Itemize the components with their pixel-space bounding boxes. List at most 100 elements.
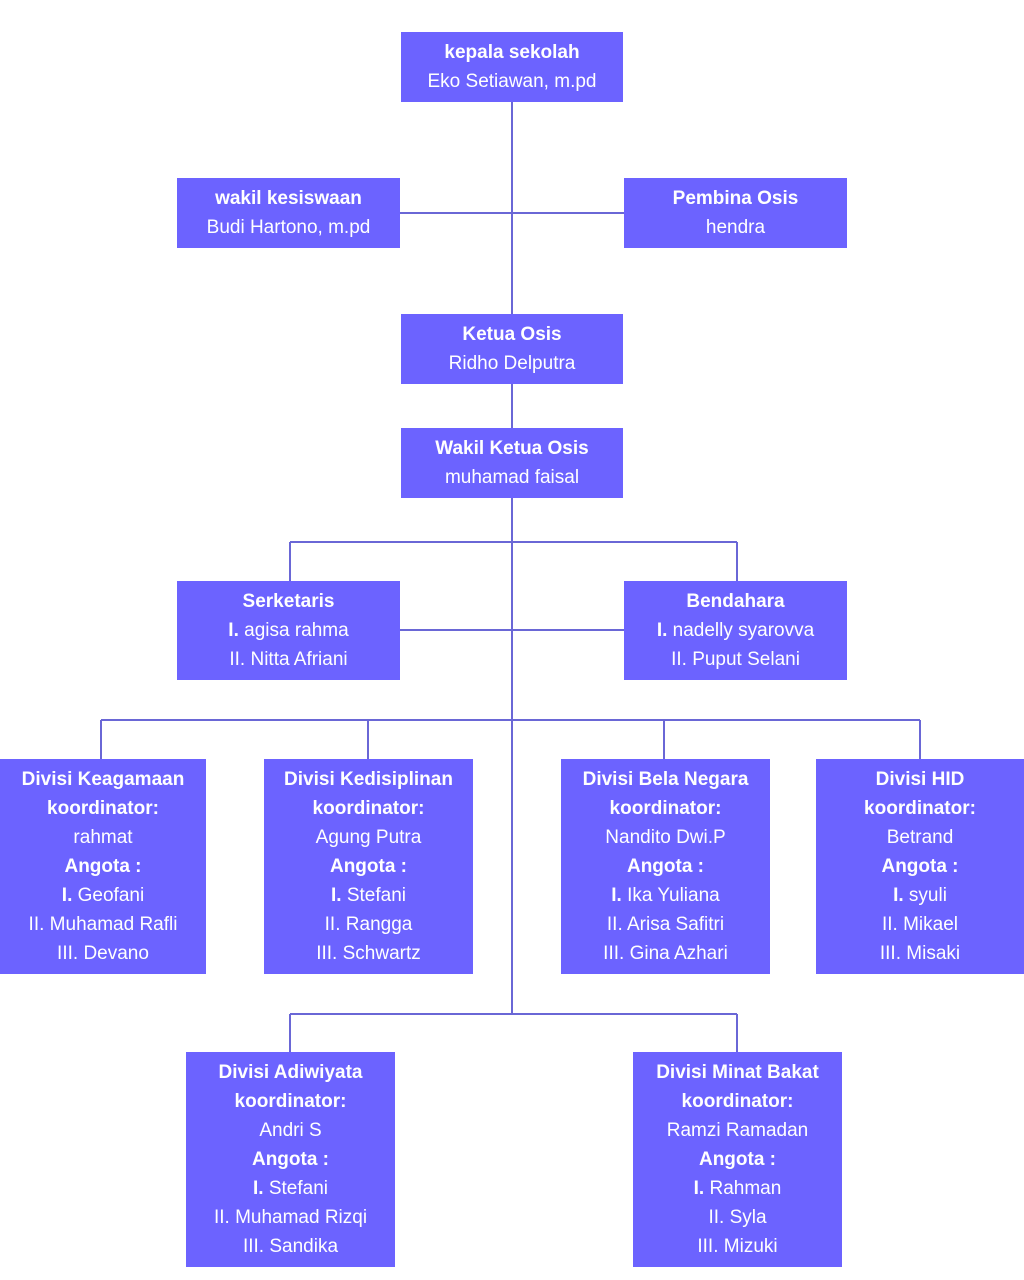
member-name: Sandika: [269, 1236, 339, 1257]
coordinator-label: koordinator:: [609, 798, 722, 819]
member-line: I. Stefani: [253, 1174, 328, 1203]
member-number: I.: [228, 620, 239, 641]
angota-label: Angota :: [329, 856, 408, 877]
node-title: wakil kesiswaan: [215, 188, 362, 209]
member-line: II. Syla: [708, 1203, 766, 1232]
member-number: I.: [611, 885, 622, 906]
angota-label: Angota :: [626, 856, 705, 877]
member-name: Rahman: [709, 1178, 782, 1199]
member-name: Geofani: [77, 885, 145, 906]
member-line: II. Muhamad Rizqi: [214, 1203, 367, 1232]
member-line: III. Mizuki: [697, 1232, 777, 1261]
node-person: Budi Hartono, m.pd: [206, 217, 371, 238]
member-name: agisa rahma: [244, 620, 349, 641]
member-number: II.: [324, 914, 341, 935]
node-title: Pembina Osis: [672, 188, 799, 209]
member-name: Stefani: [346, 885, 406, 906]
member-line: II. Mikael: [882, 910, 958, 939]
coordinator-label: koordinator:: [47, 798, 159, 819]
member-number: II.: [213, 1207, 230, 1228]
node-title: kepala sekolah: [444, 42, 580, 63]
member-number: III.: [242, 1236, 265, 1257]
node-wakil-ketua-osis: Wakil Ketua Osis muhamad faisal: [401, 428, 623, 498]
member-line: III. Schwartz: [316, 939, 421, 968]
node-wakil-kesiswaan: wakil kesiswaan Budi Hartono, m.pd: [177, 178, 400, 248]
member-number: I.: [893, 885, 904, 906]
member-name: Schwartz: [342, 943, 421, 964]
member-line: II. Puput Selani: [671, 645, 800, 674]
coordinator-label: koordinator:: [681, 1091, 794, 1112]
member-line: III. Misaki: [880, 939, 960, 968]
coordinator-name: Nandito Dwi.P: [605, 827, 726, 848]
member-line: III. Gina Azhari: [603, 939, 728, 968]
member-name: Mizuki: [723, 1236, 778, 1257]
member-line: III. Sandika: [243, 1232, 338, 1261]
node-bendahara: Bendahara I. nadelly syarovva II. Puput …: [624, 581, 847, 680]
node-serketaris: Serketaris I. agisa rahma II. Nitta Afri…: [177, 581, 400, 680]
division-bela-negara: Divisi Bela Negara koordinator: Nandito …: [561, 759, 770, 974]
node-person: Ridho Delputra: [448, 353, 576, 374]
division-title: Divisi HID: [875, 769, 965, 790]
division-keagamaan: Divisi Keagamaan koordinator: rahmat Ang…: [0, 759, 206, 974]
member-number: II.: [671, 649, 687, 670]
division-adiwiyata: Divisi Adiwiyata koordinator: Andri S An…: [186, 1052, 395, 1267]
member-name: Mikael: [903, 914, 959, 935]
member-number: II.: [28, 914, 45, 935]
node-title: Bendahara: [686, 591, 785, 612]
node-kepala-sekolah: kepala sekolah Eko Setiawan, m.pd: [401, 32, 623, 102]
coordinator-label: koordinator:: [312, 798, 425, 819]
node-person: Eko Setiawan, m.pd: [427, 71, 597, 92]
division-kedisiplinan: Divisi Kedisiplinan koordinator: Agung P…: [264, 759, 473, 974]
member-number: I.: [693, 1178, 705, 1199]
member-name: Muhamad Rizqi: [235, 1207, 368, 1228]
member-number: I.: [656, 620, 668, 641]
member-line: I. syuli: [893, 881, 947, 910]
member-number: III.: [57, 943, 79, 964]
member-name: Rangga: [345, 914, 413, 935]
node-title: Serketaris: [242, 591, 335, 612]
member-number: II.: [229, 649, 246, 670]
member-number: I.: [61, 885, 73, 906]
member-name: Ika Yuliana: [627, 885, 720, 906]
node-person: hendra: [705, 217, 766, 238]
node-title: Ketua Osis: [462, 324, 562, 345]
member-name: syuli: [908, 885, 947, 906]
member-line: I. Ika Yuliana: [611, 881, 719, 910]
coordinator-name: Betrand: [886, 827, 954, 848]
member-line: II. Rangga: [325, 910, 413, 939]
member-line: I. Rahman: [694, 1174, 782, 1203]
member-name: nadelly syarovva: [672, 620, 815, 641]
coordinator-label: koordinator:: [234, 1091, 347, 1112]
coordinator-name: Ramzi Ramadan: [666, 1120, 809, 1141]
coordinator-name: Agung Putra: [315, 827, 422, 848]
division-title: Divisi Minat Bakat: [656, 1062, 819, 1083]
member-line: III. Devano: [57, 939, 149, 968]
division-minat-bakat: Divisi Minat Bakat koordinator: Ramzi Ra…: [633, 1052, 842, 1267]
member-number: II.: [606, 914, 623, 935]
member-line: II. Arisa Safitri: [607, 910, 724, 939]
member-name: Stefani: [268, 1178, 328, 1199]
member-name: Arisa Safitri: [626, 914, 725, 935]
angota-label: Angota :: [881, 856, 959, 877]
division-title: Divisi Adiwiyata: [218, 1062, 363, 1083]
node-person: muhamad faisal: [444, 467, 580, 488]
member-number: I.: [331, 885, 342, 906]
angota-label: Angota :: [251, 1149, 330, 1170]
member-number: II.: [881, 914, 898, 935]
member-name: Gina Azhari: [629, 943, 728, 964]
member-number: II.: [708, 1207, 725, 1228]
member-name: Misaki: [906, 943, 961, 964]
division-title: Divisi Kedisiplinan: [284, 769, 453, 790]
member-number: III.: [316, 943, 338, 964]
member-number: III.: [697, 1236, 719, 1257]
coordinator-name: Andri S: [259, 1120, 322, 1141]
node-title: Wakil Ketua Osis: [435, 438, 589, 459]
node-pembina-osis: Pembina Osis hendra: [624, 178, 847, 248]
coordinator-label: koordinator:: [864, 798, 976, 819]
node-ketua-osis: Ketua Osis Ridho Delputra: [401, 314, 623, 384]
division-title: Divisi Bela Negara: [582, 769, 749, 790]
member-name: Syla: [729, 1207, 767, 1228]
division-title: Divisi Keagamaan: [21, 769, 185, 790]
coordinator-name: rahmat: [73, 827, 133, 848]
